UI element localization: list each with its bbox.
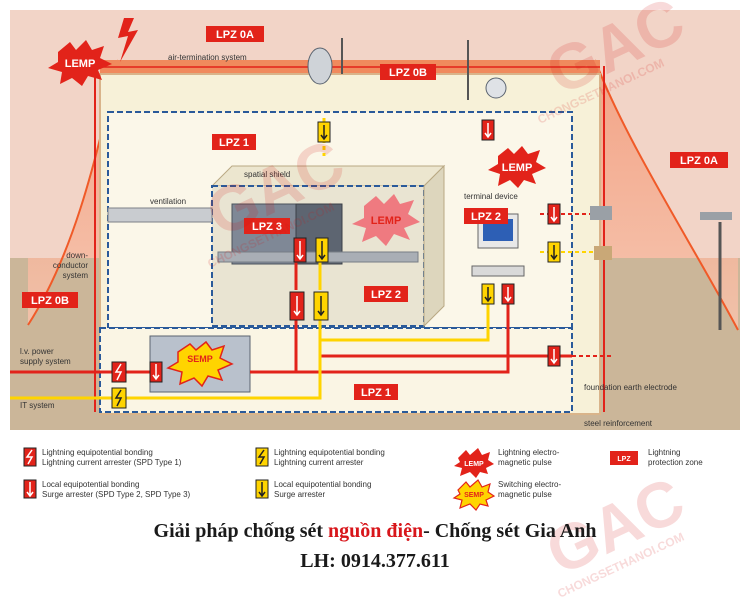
lemp-center-label: LEMP bbox=[371, 215, 402, 227]
ventilation-label: ventilation bbox=[150, 197, 186, 206]
power-to-terminal bbox=[296, 292, 510, 374]
roof-light bbox=[485, 77, 507, 99]
lpz3-tag bbox=[244, 218, 290, 234]
legend-item4-line1: Lightning bbox=[648, 448, 680, 457]
wall-lamp bbox=[590, 206, 612, 220]
light-post-arm bbox=[700, 212, 732, 220]
legend-semp-tag: SEMP bbox=[464, 492, 484, 499]
legend-semp-icon bbox=[452, 479, 496, 511]
legend-item4-line2: protection zone bbox=[648, 458, 703, 467]
lemp-sky-label: LEMP bbox=[65, 58, 96, 70]
legend-item7-line1: Switching electro- bbox=[498, 480, 561, 489]
caption-title: Giải pháp chống sét nguồn điện- Chống sé… bbox=[0, 520, 750, 543]
legend-surge-arrester-icon bbox=[255, 479, 269, 499]
it-system-label: IT system bbox=[20, 401, 55, 410]
spd-type1-power bbox=[111, 361, 127, 383]
legend-lightning-arrester-icon bbox=[255, 447, 269, 467]
lpz0b-top-label: LPZ 0B bbox=[389, 67, 427, 79]
it-to-spd bbox=[126, 306, 322, 400]
junction-box bbox=[594, 246, 612, 260]
legend-item7-line2: magnetic pulse bbox=[498, 490, 552, 499]
lpz0a-top-tag bbox=[206, 26, 264, 42]
lpz2-terminal-label: LPZ 2 bbox=[471, 211, 501, 223]
spd-equipment-it bbox=[315, 237, 329, 263]
spd-wall-lamp bbox=[547, 203, 561, 225]
spd-antenna bbox=[317, 121, 331, 143]
spatial-shield-label: spatial shield bbox=[244, 170, 290, 179]
legend-lemp-tag: LEMP bbox=[464, 461, 484, 468]
lightning-bolt-icon bbox=[118, 18, 138, 62]
foundation-label: foundation earth electrode bbox=[584, 383, 678, 392]
legend-item5-line1: Local equipotential bonding bbox=[42, 480, 139, 489]
legend-lpz-tag: LPZ bbox=[617, 456, 631, 463]
spd-center-it bbox=[313, 291, 329, 321]
legend-spd-type1-icon bbox=[23, 447, 37, 467]
terminal-keyboard bbox=[471, 265, 525, 277]
lpz1-lower-label: LPZ 1 bbox=[361, 387, 391, 399]
down-conductor-label-1: down- bbox=[66, 251, 88, 260]
spd-roof-light bbox=[481, 119, 495, 141]
legend-item6-line2: Surge arrester bbox=[274, 490, 325, 499]
lemp-burst-terminal bbox=[488, 146, 546, 188]
spd-terminal-it bbox=[481, 283, 495, 305]
legend-item6-line1: Local equipotential bonding bbox=[274, 480, 371, 489]
caption-contact: LH: 0914.377.611 bbox=[300, 550, 450, 572]
legend-item2-line1: Lightning equipotential bonding bbox=[274, 448, 385, 457]
spd-semp-input bbox=[149, 361, 163, 383]
spatial-shield-side bbox=[423, 164, 445, 328]
ventilation-duct bbox=[107, 207, 213, 223]
semp-burst bbox=[166, 340, 234, 388]
legend-item1-line1: Lightning equipotential bonding bbox=[42, 448, 153, 457]
lpz2-terminal-tag bbox=[464, 208, 508, 224]
lpz0a-right-label: LPZ 0A bbox=[680, 155, 718, 167]
lpz0b-top-tag bbox=[380, 64, 436, 80]
satellite-dish bbox=[307, 47, 333, 85]
legend-item3-line1: Lightning electro- bbox=[498, 448, 560, 457]
lpz0a-top-label: LPZ 0A bbox=[216, 29, 254, 41]
down-conductor-label-2: conductor bbox=[53, 261, 88, 270]
lv-power-label-1: l.v. power bbox=[20, 347, 54, 356]
legend-spd-type2-icon bbox=[23, 479, 37, 499]
lemp-burst-center bbox=[352, 194, 420, 246]
semp-label: SEMP bbox=[187, 354, 213, 364]
legend-item5-line2: Surge arrester (SPD Type 2, SPD Type 3) bbox=[42, 490, 191, 499]
caption-part1: Giải pháp chống sét bbox=[153, 520, 329, 542]
lemp-burst-sky bbox=[48, 40, 112, 86]
lpz2-center-tag bbox=[364, 286, 408, 302]
legend-panel bbox=[10, 430, 740, 508]
legend-item2-line2: Lightning current arrester bbox=[274, 458, 364, 467]
lpz0b-left-label: LPZ 0B bbox=[31, 295, 69, 307]
down-conductor-label-3: system bbox=[63, 271, 89, 280]
air-termination-label: air-termination system bbox=[168, 53, 247, 62]
lpz0b-left-tag bbox=[22, 292, 78, 308]
lv-power-label-2: supply system bbox=[20, 357, 71, 366]
legend-item3-line2: magnetic pulse bbox=[498, 458, 552, 467]
legend-item1-line2: Lightning current arrester (SPD Type 1) bbox=[42, 458, 182, 467]
terminal-device-label: terminal device bbox=[464, 192, 518, 201]
lemp-terminal-label: LEMP bbox=[502, 162, 533, 174]
spd-equipment-power bbox=[293, 237, 307, 263]
legend-lpz-icon bbox=[610, 451, 638, 465]
spd-terminal-power bbox=[501, 283, 515, 305]
legend-lemp-icon bbox=[454, 448, 494, 478]
lpz1-upper-tag bbox=[212, 134, 256, 150]
spd-junction bbox=[547, 241, 561, 263]
lpz3-label: LPZ 3 bbox=[252, 221, 282, 233]
it-to-terminal bbox=[320, 292, 490, 342]
lpz2-center-label: LPZ 2 bbox=[371, 289, 401, 301]
spd-type1-it bbox=[111, 387, 127, 409]
lpz1-upper-label: LPZ 1 bbox=[219, 137, 249, 149]
terminal-screen bbox=[483, 219, 513, 241]
caption-part2: - Chống sét Gia Anh bbox=[423, 520, 597, 542]
spd-center-power bbox=[289, 291, 305, 321]
spd-foundation-power bbox=[547, 345, 561, 367]
lpz1-lower-tag bbox=[354, 384, 398, 400]
caption-highlight: nguồn điện bbox=[328, 520, 424, 542]
legend: LEMP LPZ SEMP Lightning equipotential bo… bbox=[23, 447, 703, 511]
steel-label: steel reinforcement bbox=[584, 419, 653, 428]
lpz0a-right-tag bbox=[670, 152, 728, 168]
